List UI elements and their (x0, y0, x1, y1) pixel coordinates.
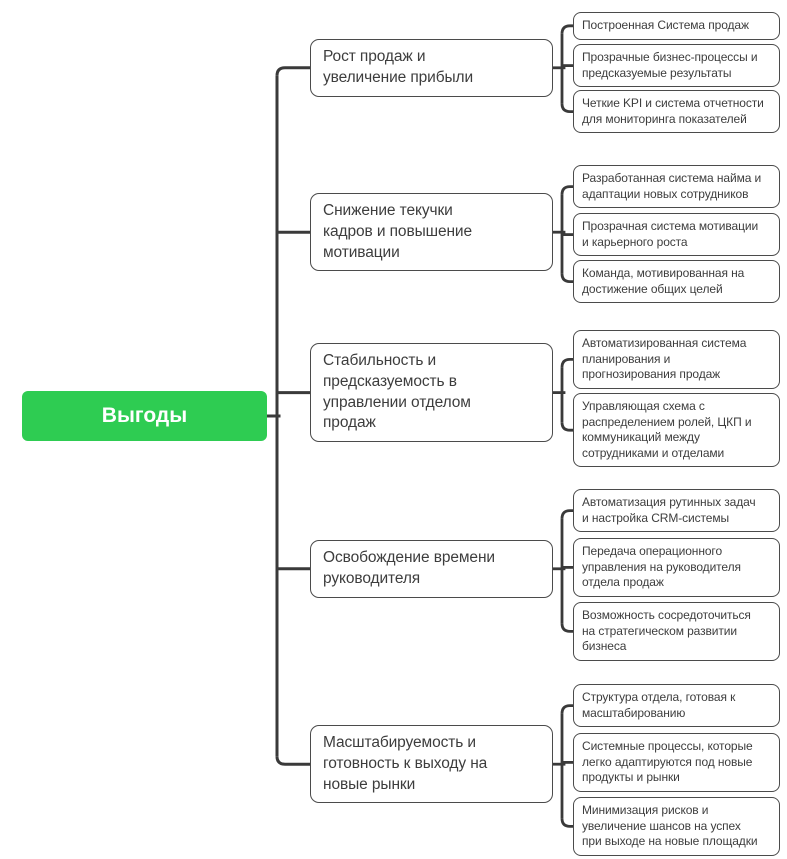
branch-node-stability[interactable]: Стабильность и предсказуемость в управле… (310, 343, 553, 443)
leaf-node[interactable]: Системные процессы, которые легко адапти… (573, 733, 780, 792)
leaf-node[interactable]: Передача операционного управления на рук… (573, 538, 780, 597)
leaf-node[interactable]: Минимизация рисков и увеличение шансов н… (573, 797, 780, 856)
root-node-benefits[interactable]: Выгоды (22, 391, 267, 441)
leaf-node[interactable]: Команда, мотивированная на достижение об… (573, 260, 780, 304)
leaf-node[interactable]: Структура отдела, готовая к масштабирова… (573, 684, 780, 728)
leaf-node[interactable]: Автоматизированная система планирования … (573, 330, 780, 389)
branch-node-scalability[interactable]: Масштабируемость и готовность к выходу н… (310, 725, 553, 804)
leaf-node[interactable]: Построенная Система продаж (573, 12, 780, 40)
leaf-node[interactable]: Прозрачные бизнес-процессы и предсказуем… (573, 44, 780, 88)
branch-node-sales-growth[interactable]: Рост продаж и увеличение прибыли (310, 39, 553, 97)
leaf-node[interactable]: Прозрачная система мотивации и карьерног… (573, 213, 780, 257)
branch-node-staff-turnover[interactable]: Снижение текучки кадров и повышение моти… (310, 193, 553, 272)
branch-node-time-freedom[interactable]: Освобождение времени руководителя (310, 540, 553, 598)
leaf-node[interactable]: Четкие KPI и система отчетности для мони… (573, 90, 780, 134)
leaf-node[interactable]: Разработанная система найма и адаптации … (573, 165, 780, 209)
leaf-node[interactable]: Возможность сосредоточиться на стратегич… (573, 602, 780, 661)
leaf-node[interactable]: Управляющая схема с распределением ролей… (573, 393, 780, 468)
leaf-node[interactable]: Автоматизация рутинных задач и настройка… (573, 489, 780, 533)
